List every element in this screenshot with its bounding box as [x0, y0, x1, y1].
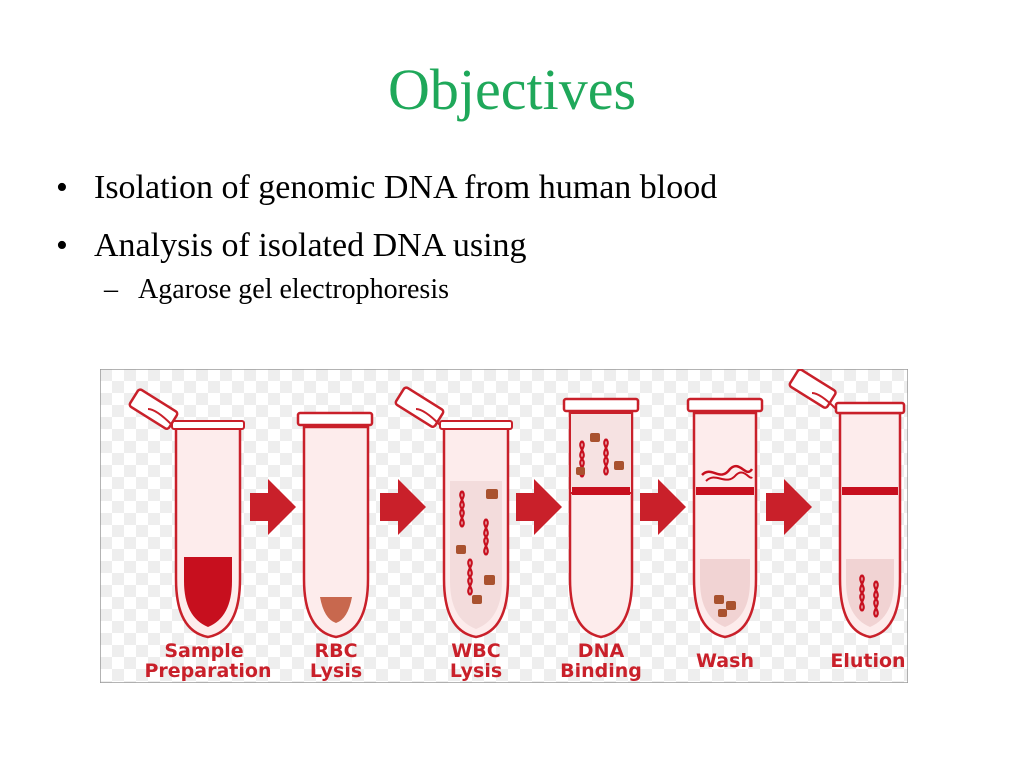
- bullet-marker: •: [56, 227, 68, 264]
- bullet-text: Isolation of genomic DNA from human bloo…: [94, 169, 718, 206]
- step-label-line1: Wash: [696, 650, 754, 672]
- tube-wash: [686, 397, 764, 639]
- bullet-item: • Isolation of genomic DNA from human bl…: [56, 166, 976, 210]
- sub-bullet-marker: –: [104, 274, 118, 305]
- sub-bullet-item: – Agarose gel electrophoresis: [56, 272, 976, 308]
- slide-title: Objectives: [387, 57, 637, 122]
- tube-wbc-lysis: [394, 386, 513, 639]
- step-label-line2: Lysis: [310, 660, 362, 682]
- right-arrow-icon: [380, 479, 426, 535]
- step-label-line1: DNA: [578, 640, 625, 662]
- step-label-line1: RBC: [314, 640, 357, 662]
- tube-rbc-lysis: [296, 411, 374, 639]
- tube-sample-preparation: [128, 388, 245, 639]
- right-arrow-icon: [516, 479, 562, 535]
- bullet-list: • Isolation of genomic DNA from human bl…: [56, 166, 976, 308]
- dna-isolation-diagram: Sample Preparation RBC Lysis WBC Lysis D…: [100, 369, 908, 683]
- tube-elution: [788, 369, 906, 639]
- step-label-line1: Elution: [830, 650, 905, 672]
- step-label-line2: Preparation: [145, 660, 272, 682]
- step-label-line2: Lysis: [450, 660, 502, 682]
- right-arrow-icon: [250, 479, 296, 535]
- dna-isolation-figure: Sample Preparation RBC Lysis WBC Lysis D…: [100, 369, 908, 683]
- bullet-item: • Analysis of isolated DNA using: [56, 224, 976, 268]
- bullet-text: Analysis of isolated DNA using: [94, 227, 527, 264]
- right-arrow-icon: [766, 479, 812, 535]
- right-arrow-icon: [640, 479, 686, 535]
- bullet-marker: •: [56, 169, 68, 206]
- step-label-line1: WBC: [451, 640, 500, 662]
- sub-bullet-text: Agarose gel electrophoresis: [138, 274, 449, 305]
- tube-dna-binding: [562, 397, 640, 639]
- step-label-line2: Binding: [560, 660, 642, 682]
- step-label-line1: Sample: [164, 640, 243, 662]
